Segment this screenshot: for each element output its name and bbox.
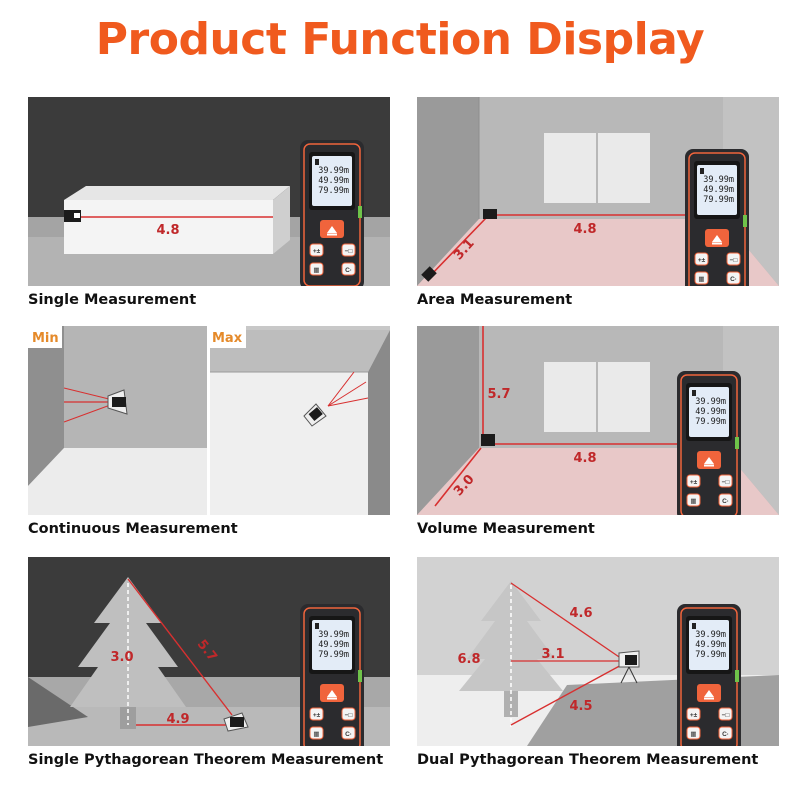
battery-icon bbox=[692, 390, 696, 396]
length-label: 4.8 bbox=[573, 222, 596, 237]
caption-continuous-measurement: Continuous Measurement bbox=[28, 521, 238, 537]
lcd-reading: 49.99m bbox=[318, 640, 349, 650]
add-button-glyph: +± bbox=[313, 712, 321, 719]
function-button[interactable] bbox=[309, 726, 324, 740]
function-button[interactable] bbox=[309, 262, 324, 276]
lcd-reading: 79.99m bbox=[318, 186, 349, 196]
lcd-screen bbox=[312, 620, 352, 670]
add-button[interactable] bbox=[309, 707, 324, 721]
unit-button-glyph: −□ bbox=[730, 257, 738, 264]
horizontal-label: 3.1 bbox=[541, 647, 564, 662]
unit-button[interactable] bbox=[718, 474, 733, 488]
page-title: Product Function Display bbox=[95, 14, 705, 65]
panel-continuous-measurement: Min Max bbox=[28, 326, 390, 515]
clear-button[interactable] bbox=[341, 726, 356, 740]
lcd-screen bbox=[697, 165, 737, 215]
caption-volume-measurement: Volume Measurement bbox=[417, 521, 595, 537]
lcd-reading: 79.99m bbox=[318, 650, 349, 660]
lcd-reading: 79.99m bbox=[695, 417, 726, 427]
battery-icon bbox=[692, 623, 696, 629]
add-button[interactable] bbox=[309, 243, 324, 257]
max-label: Max bbox=[212, 331, 243, 346]
function-button-glyph: ▦ bbox=[698, 276, 704, 283]
lcd-reading: 39.99m bbox=[318, 166, 349, 176]
length-label: 4.8 bbox=[573, 451, 596, 466]
lcd-reading: 39.99m bbox=[695, 397, 726, 407]
clear-button-glyph: C· bbox=[722, 731, 729, 738]
add-button-glyph: +± bbox=[690, 479, 698, 486]
function-button[interactable] bbox=[686, 726, 701, 740]
function-button[interactable] bbox=[686, 493, 701, 507]
lcd-reading: 79.99m bbox=[703, 195, 734, 205]
lcd-reading: 49.99m bbox=[695, 407, 726, 417]
clear-button-glyph: C· bbox=[345, 731, 352, 738]
clear-button[interactable] bbox=[718, 726, 733, 740]
unit-button[interactable] bbox=[726, 252, 741, 266]
lcd-reading: 49.99m bbox=[703, 185, 734, 195]
unit-button-glyph: −□ bbox=[345, 248, 353, 255]
caption-area-measurement: Area Measurement bbox=[417, 292, 573, 308]
unit-button[interactable] bbox=[718, 707, 733, 721]
min-label: Min bbox=[32, 331, 59, 346]
battery-icon bbox=[315, 623, 319, 629]
lower-hypotenuse-label: 4.5 bbox=[569, 699, 592, 714]
caption-single-pythagorean: Single Pythagorean Theorem Measurement bbox=[28, 752, 384, 768]
unit-button[interactable] bbox=[341, 243, 356, 257]
height-label: 3.0 bbox=[110, 650, 133, 665]
clear-button[interactable] bbox=[341, 262, 356, 276]
height-label: 5.7 bbox=[487, 387, 510, 402]
lcd-reading: 79.99m bbox=[695, 650, 726, 660]
unit-button-glyph: −□ bbox=[722, 712, 730, 719]
lcd-reading: 49.99m bbox=[695, 640, 726, 650]
add-button-glyph: +± bbox=[698, 257, 706, 264]
function-button-glyph: ▦ bbox=[690, 498, 696, 505]
clear-button-glyph: C· bbox=[730, 276, 737, 283]
distance-label: 4.8 bbox=[156, 223, 179, 238]
add-button-glyph: +± bbox=[313, 248, 321, 255]
base-label: 4.9 bbox=[166, 712, 189, 727]
function-button-glyph: ▦ bbox=[313, 731, 319, 738]
function-button-glyph: ▦ bbox=[313, 267, 319, 274]
clear-button[interactable] bbox=[718, 493, 733, 507]
add-button[interactable] bbox=[686, 474, 701, 488]
battery-icon bbox=[315, 159, 319, 165]
clear-button[interactable] bbox=[726, 271, 741, 285]
lcd-reading: 49.99m bbox=[318, 176, 349, 186]
clear-button-glyph: C· bbox=[345, 267, 352, 274]
function-button-glyph: ▦ bbox=[690, 731, 696, 738]
function-button[interactable] bbox=[694, 271, 709, 285]
add-button[interactable] bbox=[686, 707, 701, 721]
caption-single-measurement: Single Measurement bbox=[28, 292, 197, 308]
add-button-glyph: +± bbox=[690, 712, 698, 719]
lcd-screen bbox=[312, 156, 352, 206]
clear-button-glyph: C· bbox=[722, 498, 729, 505]
upper-hypotenuse-label: 4.6 bbox=[569, 606, 592, 621]
lcd-reading: 39.99m bbox=[703, 175, 734, 185]
height-label: 6.8 bbox=[457, 652, 480, 667]
unit-button-glyph: −□ bbox=[345, 712, 353, 719]
caption-dual-pythagorean: Dual Pythagorean Theorem Measurement bbox=[417, 752, 759, 768]
unit-button-glyph: −□ bbox=[722, 479, 730, 486]
add-button[interactable] bbox=[694, 252, 709, 266]
lcd-reading: 39.99m bbox=[318, 630, 349, 640]
lcd-screen bbox=[689, 620, 729, 670]
unit-button[interactable] bbox=[341, 707, 356, 721]
battery-icon bbox=[700, 168, 704, 174]
lcd-reading: 39.99m bbox=[695, 630, 726, 640]
lcd-screen bbox=[689, 387, 729, 437]
